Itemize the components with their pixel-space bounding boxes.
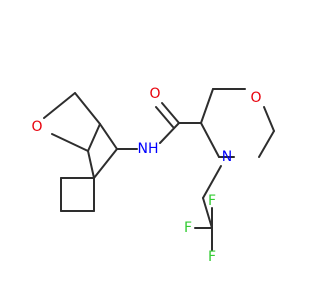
bond <box>159 122 180 144</box>
double-bond <box>161 102 180 124</box>
ring-oxygen-label: O <box>31 119 42 135</box>
bond <box>99 123 118 150</box>
amide-nh-label: NH <box>138 141 159 157</box>
bond <box>87 150 95 179</box>
fluorine-left-label: F <box>184 220 192 236</box>
morpholine-oxygen-label: O <box>250 90 261 106</box>
bond <box>202 197 213 229</box>
bond <box>74 92 101 125</box>
bond <box>93 148 118 179</box>
bond <box>258 130 275 158</box>
bond-lines <box>43 88 275 251</box>
atom-labels: O O O NH N F F F <box>31 86 261 265</box>
bond <box>200 122 220 158</box>
bond <box>202 165 222 199</box>
bond <box>263 106 275 132</box>
fluorine-right-label: F <box>208 249 216 265</box>
morpholine-nitrogen-label: N <box>222 149 232 165</box>
double-bond <box>155 106 174 128</box>
bond <box>200 88 214 124</box>
bond <box>51 133 89 152</box>
bond <box>43 92 76 119</box>
bond <box>87 123 101 152</box>
chemical-structure: O O O NH N F F F <box>0 0 300 300</box>
fluorine-top-label: F <box>208 193 216 209</box>
carbonyl-oxygen-label: O <box>149 86 160 102</box>
canvas-background <box>0 0 300 300</box>
